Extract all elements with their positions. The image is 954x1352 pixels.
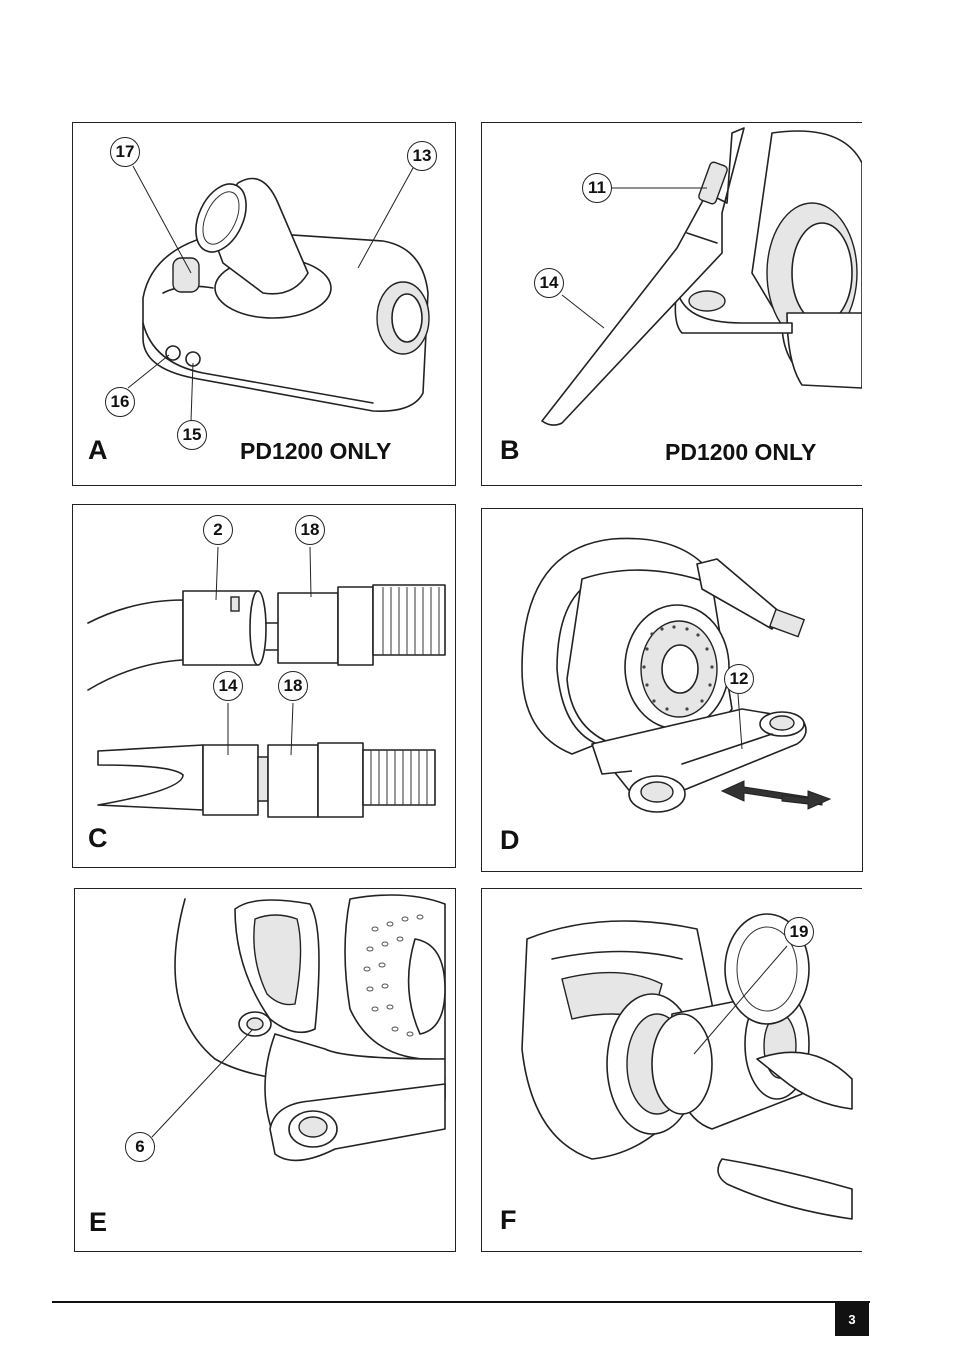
crevice-tool-illustration [541,127,862,426]
callout-14: 14 [213,671,243,701]
panel-note-a: PD1200 ONLY [240,438,392,464]
panel-letter-d: D [500,825,520,855]
callout-18-top: 18 [295,515,325,545]
footer-rule [52,1301,870,1303]
callout-12: 12 [724,664,754,694]
callout-11: 11 [582,173,612,203]
figure-panel-b: 11 14 B PD1200 ONLY [481,122,862,486]
floor-nozzle-illustration [127,165,430,422]
release-button-illustration [151,894,446,1162]
callout-15: 15 [177,420,207,450]
panel-letter-a: A [88,435,108,465]
figure-panel-f: 19 F [481,888,862,1252]
panel-letter-f: F [500,1205,517,1235]
page-number: 3 [835,1302,869,1336]
hose-connection-illustration [87,546,446,818]
callout-18-bottom: 18 [278,671,308,701]
panel-note-b: PD1200 ONLY [665,439,817,465]
callout-2: 2 [203,515,233,545]
figure-panel-c: 2 18 14 18 C [72,504,456,868]
panel-letter-b: B [500,435,520,465]
callout-19: 19 [784,917,814,947]
filter-removal-illustration [521,913,853,1220]
figure-panel-a: 17 13 16 15 A PD1200 ONLY [72,122,456,486]
callout-13: 13 [407,141,437,171]
callout-6: 6 [125,1132,155,1162]
panel-letter-c: C [88,823,108,853]
base-stand-illustration [521,537,832,813]
figure-panel-e: 6 E [74,888,456,1252]
callout-16: 16 [105,387,135,417]
figure-panel-d: 12 D [481,508,863,872]
callout-14: 14 [534,268,564,298]
panel-letter-e: E [89,1207,108,1237]
callout-17: 17 [110,137,140,167]
